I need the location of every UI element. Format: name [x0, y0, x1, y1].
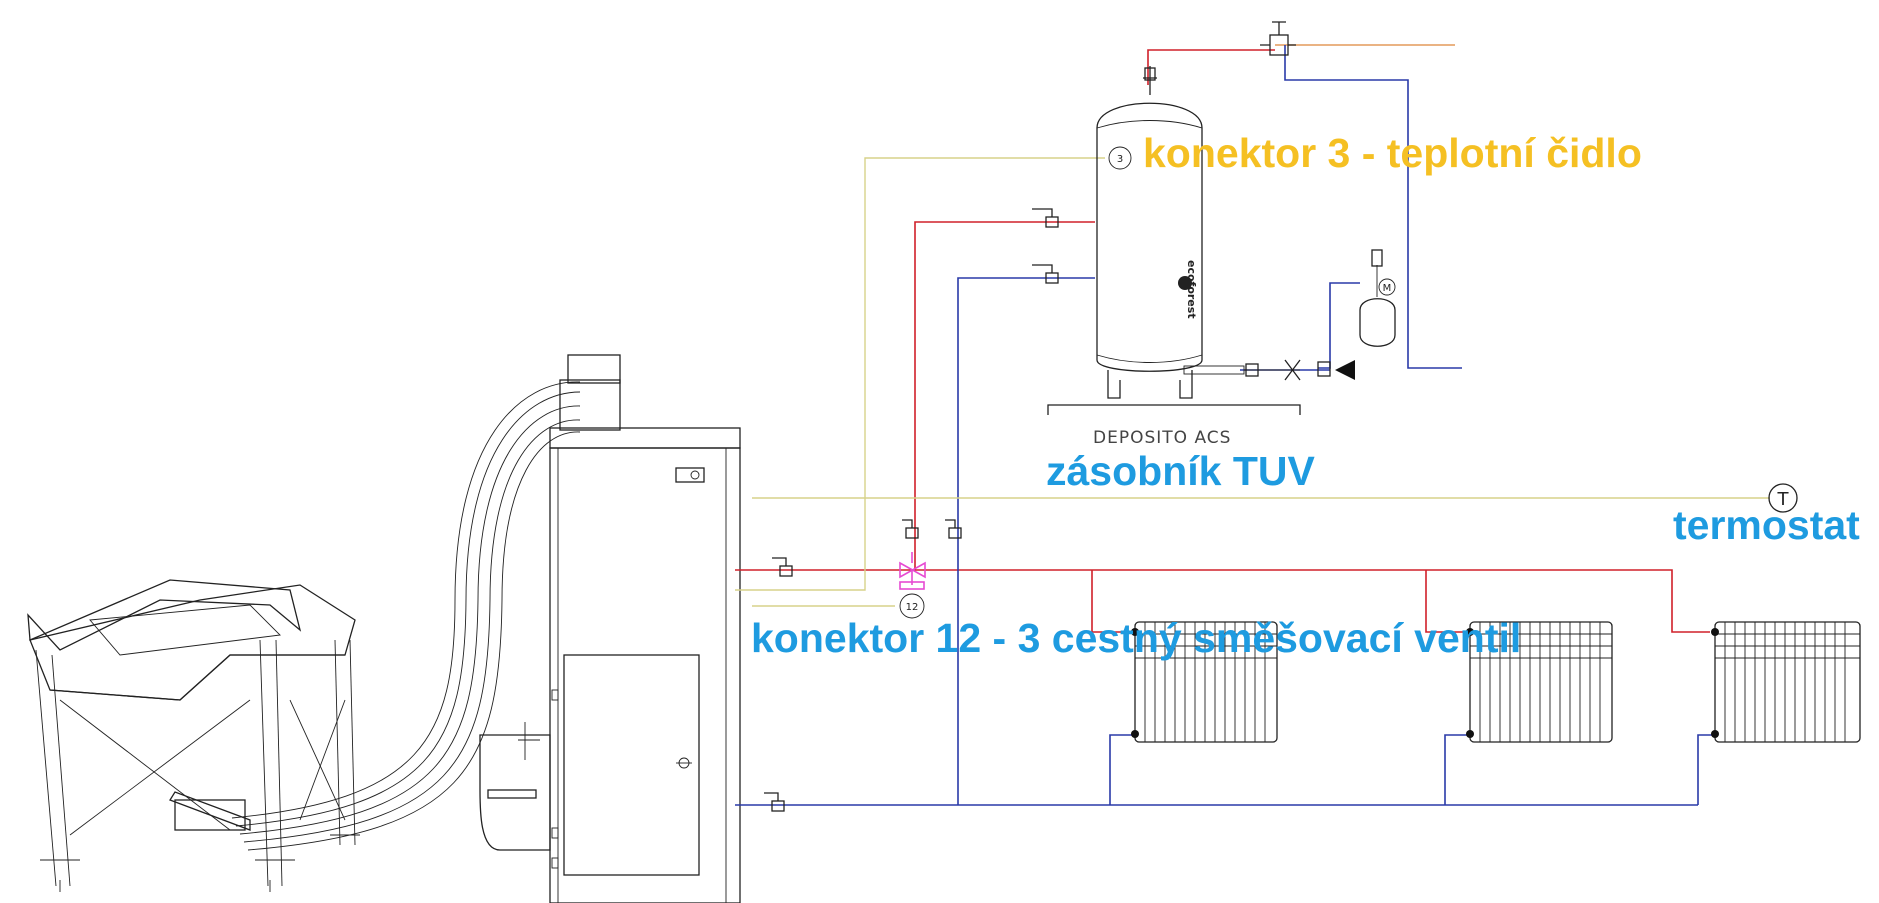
mixing-valve-label: konektor 12 - 3 cestný směšovací ventil [751, 615, 1522, 661]
radiator-icon [1711, 621, 1861, 743]
tank-label: zásobník TUV [1046, 448, 1315, 494]
ball-valve-icon [902, 519, 919, 539]
pellet-feed-hoses [231, 381, 581, 851]
expansion-vessel-icon: M [1359, 249, 1396, 347]
ball-valve-icon [945, 519, 962, 539]
boiler [479, 354, 741, 903]
radiator-icon [1131, 621, 1278, 743]
radiator-icon [1466, 621, 1613, 743]
sensor-connector-3-icon [1108, 146, 1132, 170]
sensor-wires [735, 157, 1770, 607]
pump-icon [1335, 360, 1355, 380]
valve-connector-12-icon: 12 [899, 593, 925, 619]
sensor-connector-label: konektor 3 - teplotní čidlo [1143, 130, 1642, 176]
three-way-mixing-valve-icon [899, 552, 926, 590]
ball-valves [764, 208, 1059, 812]
thermostat-label: termostat [1673, 502, 1860, 548]
ball-valve-icon [1032, 208, 1059, 228]
thermostatic-mixing-valve-icon [1260, 21, 1296, 56]
thermostat-icon: T [1768, 483, 1798, 513]
thermostat-mark: T [1777, 489, 1790, 510]
ball-valve-icon [1032, 264, 1059, 284]
pellet-silo [27, 579, 360, 892]
dhw-tank: ecoforest 3 [1047, 66, 1301, 415]
sensor-connector-number: 3 [1117, 154, 1123, 165]
tank-brand-label: ecoforest [1185, 260, 1198, 319]
expansion-vessel-mark: M [1383, 283, 1392, 294]
hot-supply-pipes [735, 49, 1710, 633]
valve-connector-number: 12 [906, 602, 919, 613]
ball-valve-icon [764, 792, 785, 812]
ball-valve-icon [772, 557, 793, 577]
tank-caption: DEPOSITO ACS [1093, 428, 1232, 448]
cold-return-pipes [735, 45, 1715, 806]
tank-outlet-fittings [1183, 359, 1355, 381]
